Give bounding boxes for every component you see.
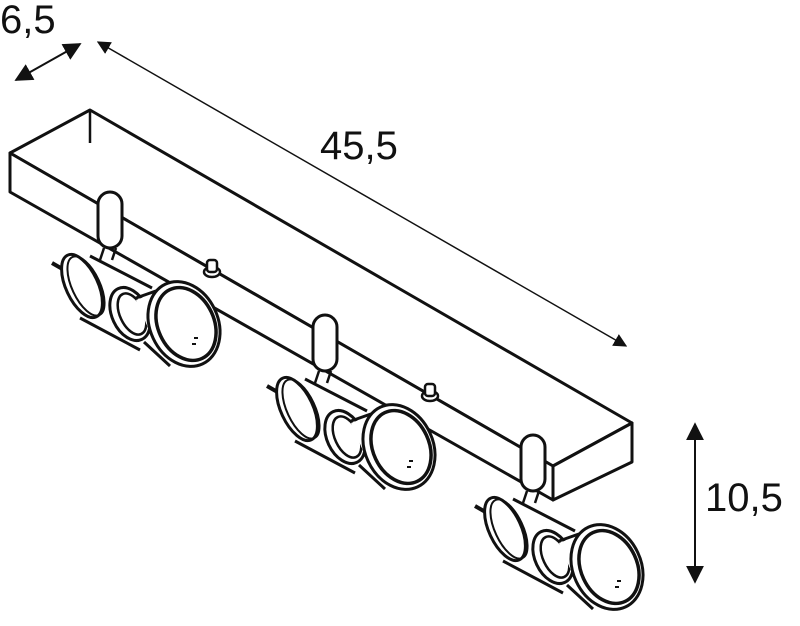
mounting-screw-2	[420, 382, 440, 403]
depth-dimension-line	[14, 43, 82, 81]
length-dimension-line	[96, 41, 628, 347]
depth-dimension-label: 6,5	[0, 0, 56, 42]
mounting-screw-1	[202, 258, 222, 279]
length-dimension-label: 45,5	[320, 124, 398, 168]
height-dimension-label: 10,5	[705, 476, 783, 520]
